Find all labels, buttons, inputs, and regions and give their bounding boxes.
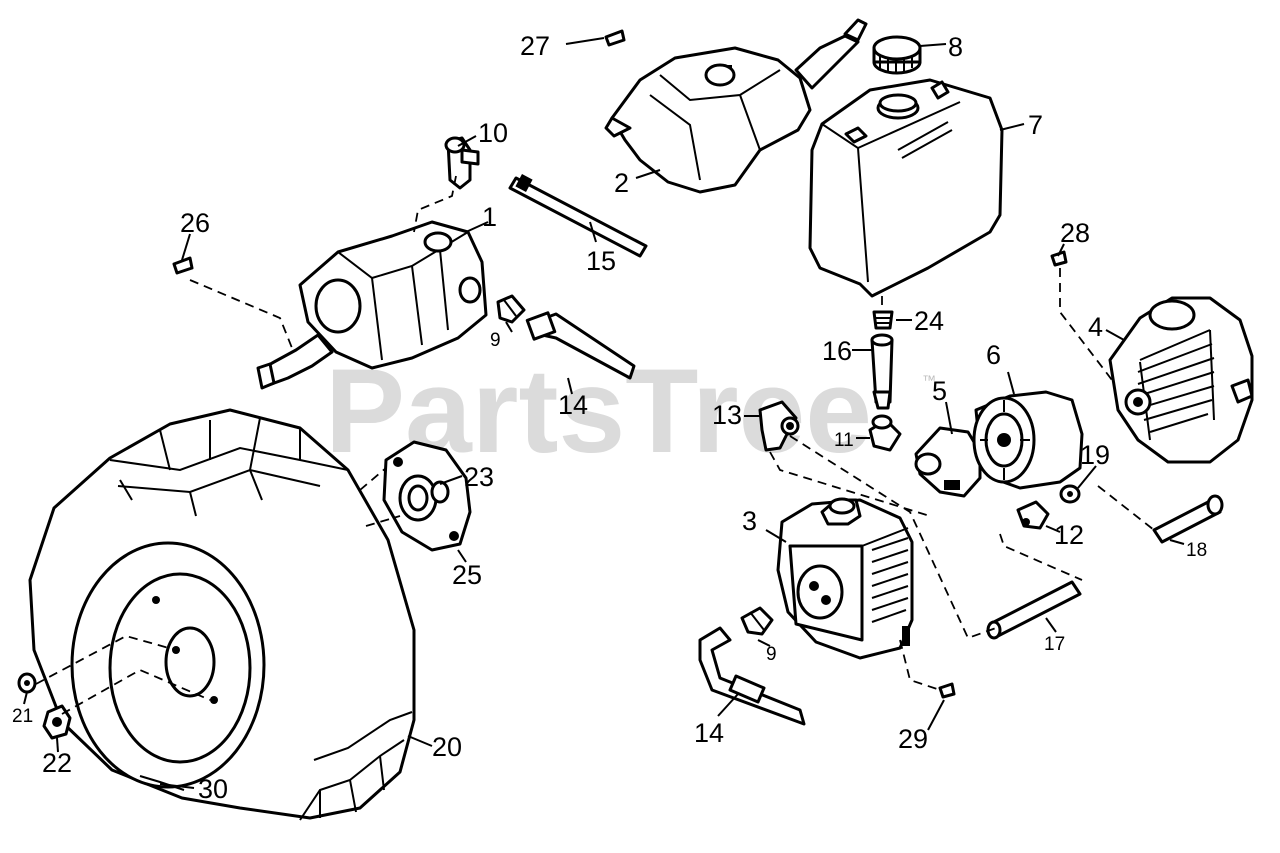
part-4-fan-pulley[interactable]: [1108, 296, 1254, 464]
callout-24[interactable]: 24: [914, 306, 944, 336]
callout-labels: 27 8 7 2 10 1 15 28 26 9 24 4 16 6 14 5 …: [12, 31, 1207, 804]
part-13-elbow-fitting[interactable]: [758, 400, 800, 452]
callout-30[interactable]: 30: [198, 774, 228, 804]
part-23-wheel-hub[interactable]: [382, 440, 472, 552]
callout-15[interactable]: 15: [586, 246, 616, 276]
callout-9-upper[interactable]: 9: [490, 330, 501, 351]
part-18-hose[interactable]: [1152, 494, 1224, 544]
part-24-fitting[interactable]: [872, 310, 894, 330]
callout-25[interactable]: 25: [452, 560, 482, 590]
part-7-reservoir-tank[interactable]: [808, 78, 1004, 298]
callout-4[interactable]: 4: [1088, 312, 1103, 342]
callout-13[interactable]: 13: [712, 400, 742, 430]
part-2-hydrostatic-pump-upper[interactable]: [604, 18, 868, 194]
callout-12[interactable]: 12: [1054, 520, 1084, 550]
leader-lines: [23, 37, 1185, 789]
callout-7[interactable]: 7: [1028, 110, 1043, 140]
callout-22[interactable]: 22: [42, 748, 72, 778]
callout-21[interactable]: 21: [12, 706, 33, 727]
watermark-trademark: ™: [922, 372, 936, 388]
callout-27[interactable]: 27: [520, 31, 550, 61]
callout-5[interactable]: 5: [932, 376, 947, 406]
part-6-oil-filter[interactable]: [972, 390, 1084, 490]
callout-3[interactable]: 3: [742, 506, 757, 536]
part-20-tire-and-wheel[interactable]: [28, 408, 416, 821]
callout-11[interactable]: 11: [834, 430, 854, 451]
callout-14-lower[interactable]: 14: [694, 718, 724, 748]
callout-26[interactable]: 26: [180, 208, 210, 238]
callout-8[interactable]: 8: [948, 32, 963, 62]
part-11-elbow-fitting[interactable]: [868, 414, 902, 452]
callout-29[interactable]: 29: [898, 724, 928, 754]
callout-28[interactable]: 28: [1060, 218, 1090, 248]
assembly-lines: [35, 175, 1155, 715]
part-29-key[interactable]: [938, 682, 956, 699]
callout-9-lower[interactable]: 9: [766, 644, 777, 665]
callout-23[interactable]: 23: [464, 462, 494, 492]
part-14-hose-upper[interactable]: [525, 311, 636, 380]
part-14-hose-lower[interactable]: [698, 626, 806, 726]
callout-2[interactable]: 2: [614, 168, 629, 198]
part-15-hose[interactable]: [508, 174, 648, 258]
callout-19[interactable]: 19: [1080, 440, 1110, 470]
callout-6[interactable]: 6: [986, 340, 1001, 370]
part-5-filter-head[interactable]: [914, 426, 982, 498]
callout-18[interactable]: 18: [1186, 540, 1207, 561]
callout-20[interactable]: 20: [432, 732, 462, 762]
part-30-valve-stem[interactable]: [139, 775, 185, 791]
callout-1[interactable]: 1: [482, 202, 497, 232]
part-1-hydrostatic-transmission[interactable]: [172, 220, 488, 390]
part-9-fitting-lower[interactable]: [740, 606, 774, 636]
part-10-elbow-fitting[interactable]: [444, 136, 480, 190]
part-19-fitting[interactable]: [1059, 484, 1081, 504]
callout-14-upper[interactable]: 14: [558, 390, 588, 420]
part-3-pump[interactable]: [776, 497, 914, 660]
callout-10[interactable]: 10: [478, 118, 508, 148]
part-17-hose[interactable]: [986, 580, 1082, 640]
part-21-lug-bolt[interactable]: [17, 672, 37, 694]
part-12-tee-fitting[interactable]: [1016, 500, 1050, 530]
callout-17[interactable]: 17: [1044, 634, 1065, 655]
callout-16[interactable]: 16: [822, 336, 852, 366]
part-9-fitting-upper[interactable]: [496, 294, 526, 324]
part-8-reservoir-cap[interactable]: [872, 35, 922, 75]
part-16-hose[interactable]: [870, 333, 894, 410]
